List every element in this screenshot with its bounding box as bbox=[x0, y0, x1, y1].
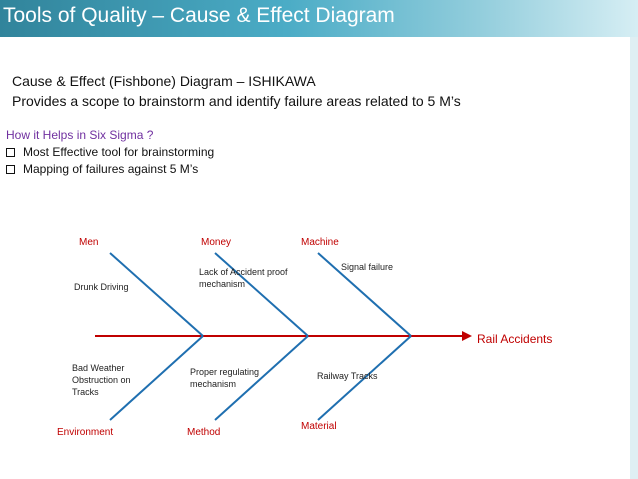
cause-proper-regulating-mechanism: Proper regulating mechanism bbox=[190, 367, 260, 389]
checkbox-bullet-icon bbox=[6, 147, 15, 157]
bullet-text: Mapping of failures against 5 M’s bbox=[23, 162, 199, 176]
bullet-text: Most Effective tool for brainstorming bbox=[23, 145, 215, 159]
bone-method bbox=[214, 335, 309, 421]
effect-label: Rail Accidents bbox=[477, 332, 553, 346]
cause-signal-failure: Signal failure bbox=[341, 262, 394, 272]
bone-environment bbox=[109, 335, 204, 421]
slide-title: Tools of Quality – Cause & Effect Diagra… bbox=[3, 4, 395, 27]
cause-lack-of-accident-proof-mechanism: Lack of Accident proof mechanism bbox=[199, 267, 288, 289]
category-method: Method bbox=[187, 427, 221, 438]
how-it-helps-heading: How it Helps in Six Sigma ? bbox=[6, 128, 154, 142]
category-money: Money bbox=[201, 237, 232, 248]
checkbox-bullet-icon bbox=[6, 164, 15, 174]
category-environment: Environment bbox=[57, 427, 114, 438]
category-material: Material bbox=[301, 421, 337, 432]
subtitle-line-1: Cause & Effect (Fishbone) Diagram – ISHI… bbox=[12, 73, 316, 89]
subtitle-line-2: Provides a scope to brainstorm and ident… bbox=[12, 93, 461, 109]
bone-money bbox=[214, 252, 309, 337]
category-machine: Machine bbox=[301, 237, 339, 248]
cause-railway-tracks: Railway Tracks bbox=[317, 371, 378, 381]
bone-men bbox=[109, 252, 204, 337]
bone-material bbox=[317, 335, 412, 421]
slide-header: Tools of Quality – Cause & Effect Diagra… bbox=[0, 0, 638, 37]
cause-bad-weather-obstruction: Bad Weather Obstruction on Tracks bbox=[72, 363, 131, 397]
category-men: Men bbox=[79, 237, 99, 248]
side-accent-bar bbox=[630, 37, 638, 479]
bullet-item: Most Effective tool for brainstorming bbox=[6, 145, 214, 159]
bone-machine bbox=[317, 252, 412, 337]
bullet-item: Mapping of failures against 5 M’s bbox=[6, 162, 198, 176]
cause-drunk-driving: Drunk Driving bbox=[74, 282, 129, 292]
